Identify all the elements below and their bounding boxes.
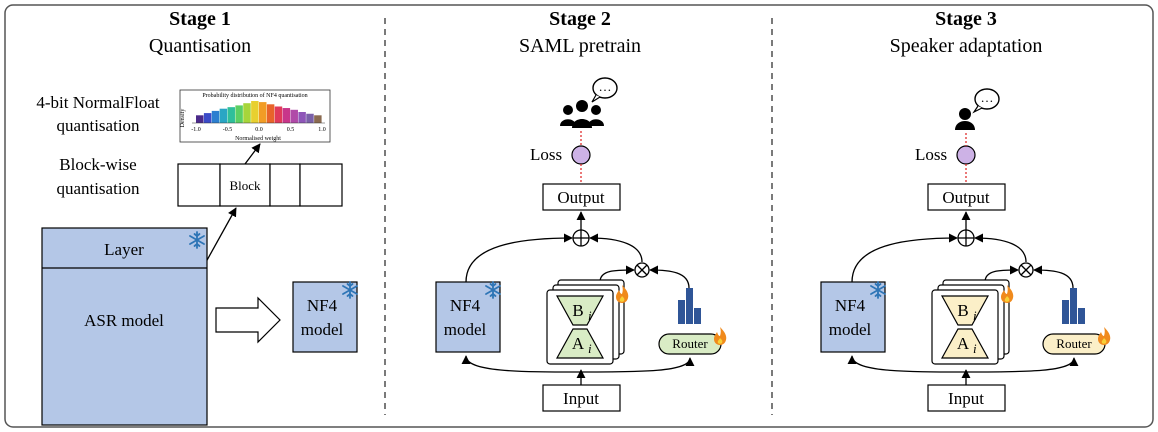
stage2-router-bars bbox=[678, 288, 701, 324]
histogram-bar bbox=[314, 115, 322, 123]
svg-text:i: i bbox=[973, 341, 977, 356]
nf4-model-line1: NF4 bbox=[307, 296, 338, 315]
histogram-bar bbox=[219, 108, 228, 123]
histogram-bar bbox=[227, 107, 235, 123]
histogram-tick-label: -0.5 bbox=[223, 127, 233, 133]
stage3-title: Stage 3 bbox=[935, 8, 997, 30]
histogram-title: Probability distribution of NF4 quantisa… bbox=[202, 92, 307, 99]
histogram-bar bbox=[203, 113, 212, 123]
histogram-tick-label: 0.0 bbox=[255, 127, 263, 133]
svg-text:i: i bbox=[588, 341, 592, 356]
stage1-panel: Stage 1 Quantisation 4-bit NormalFloat q… bbox=[36, 8, 358, 426]
stage3-input-label: Input bbox=[948, 389, 984, 408]
stage3-output-label: Output bbox=[942, 188, 990, 207]
histogram-tick-label: 0.5 bbox=[287, 127, 295, 133]
stage2-lora-experts: B i A i bbox=[546, 279, 629, 365]
svg-text:B: B bbox=[957, 301, 968, 320]
layer-to-block-arrow bbox=[205, 207, 237, 263]
svg-text:i: i bbox=[588, 308, 592, 323]
stage3-lora-experts: B i A i bbox=[931, 279, 1014, 365]
stage3-input-box bbox=[927, 384, 1006, 412]
stage2-panel: Stage 2 SAML pretrain … Loss Output bbox=[435, 8, 727, 412]
stage2-title: Stage 2 bbox=[549, 8, 611, 30]
histogram-ylabel: Density bbox=[180, 109, 186, 128]
stage1-title: Stage 1 bbox=[169, 8, 231, 30]
nf4-quant-label-line1: 4-bit NormalFloat bbox=[36, 93, 160, 112]
times-circle-icon bbox=[1018, 262, 1034, 278]
svg-text:A: A bbox=[957, 334, 970, 353]
block-cell-label: Block bbox=[229, 178, 261, 193]
histogram-bar bbox=[274, 106, 283, 123]
stage3-router-bars bbox=[1062, 288, 1085, 324]
asr-model-box: Layer ASR model bbox=[41, 227, 208, 426]
stage1-subtitle: Quantisation bbox=[149, 35, 251, 57]
times-circle-icon bbox=[634, 262, 650, 278]
histogram-bar bbox=[266, 104, 275, 123]
svg-text:NF4: NF4 bbox=[835, 296, 866, 315]
histogram-tick-label: 1.0 bbox=[318, 127, 326, 133]
block-quant-label-line2: quantisation bbox=[56, 179, 140, 198]
stage2-subtitle: SAML pretrain bbox=[519, 35, 641, 57]
plus-circle-icon bbox=[572, 229, 590, 247]
block-row: Block bbox=[177, 163, 343, 207]
histogram-bar bbox=[235, 105, 243, 123]
svg-text:Router: Router bbox=[672, 336, 708, 351]
svg-text:B: B bbox=[572, 301, 583, 320]
histogram-xlabel: Normalised weight bbox=[235, 136, 281, 142]
histogram-bar bbox=[196, 115, 204, 123]
svg-text:A: A bbox=[572, 334, 585, 353]
svg-text:…: … bbox=[599, 79, 612, 94]
asr-model-label: ASR model bbox=[84, 311, 164, 330]
histogram-bar bbox=[211, 110, 220, 123]
svg-text:model: model bbox=[444, 320, 487, 339]
svg-text:i: i bbox=[973, 308, 977, 323]
stage3-output-box bbox=[927, 183, 1006, 211]
stage3-panel: Stage 3 Speaker adaptation … Loss Output bbox=[820, 8, 1111, 412]
speaker-icon bbox=[955, 108, 975, 130]
svg-text:…: … bbox=[981, 90, 994, 105]
quantise-arrow bbox=[215, 296, 281, 344]
stage2-output-box bbox=[542, 183, 621, 211]
svg-text:model: model bbox=[829, 320, 872, 339]
histogram-bar bbox=[306, 113, 314, 123]
stage2-nf4-model: NF4 model bbox=[435, 281, 501, 353]
histogram-bar bbox=[282, 108, 291, 123]
plus-circle-icon bbox=[957, 229, 975, 247]
histogram-bar bbox=[298, 112, 306, 123]
svg-text:NF4: NF4 bbox=[450, 296, 481, 315]
histogram-bar bbox=[243, 103, 251, 123]
nf4-histogram: Probability distribution of NF4 quantisa… bbox=[179, 89, 331, 143]
stage3-loss-node bbox=[956, 145, 976, 165]
stage1-nf4-model: NF4 model bbox=[292, 281, 358, 353]
stage2-output-label: Output bbox=[557, 188, 605, 207]
block-to-nf4-arrow bbox=[244, 143, 261, 165]
stage3-loss-label: Loss bbox=[915, 145, 947, 164]
speaker-group-icon bbox=[560, 100, 604, 128]
histogram-tick-label: -1.0 bbox=[191, 127, 201, 133]
speech-bubble-icon: … bbox=[972, 88, 1000, 114]
stage2-loss-node bbox=[571, 145, 591, 165]
histogram-bars bbox=[196, 101, 322, 123]
stage2-loss-label: Loss bbox=[530, 145, 562, 164]
speech-bubble-icon: … bbox=[591, 77, 618, 103]
stage2-input-label: Input bbox=[563, 389, 599, 408]
histogram-bar bbox=[290, 109, 298, 123]
histogram-bar bbox=[259, 102, 267, 123]
nf4-quant-label-line2: quantisation bbox=[56, 116, 140, 135]
nf4-model-line2: model bbox=[301, 320, 344, 339]
histogram-bar bbox=[251, 101, 259, 123]
layer-label: Layer bbox=[104, 240, 144, 259]
block-quant-label-line1: Block-wise bbox=[59, 155, 136, 174]
stage3-nf4-model: NF4 model bbox=[820, 281, 886, 353]
svg-text:Router: Router bbox=[1056, 336, 1092, 351]
stage3-subtitle: Speaker adaptation bbox=[890, 35, 1043, 57]
